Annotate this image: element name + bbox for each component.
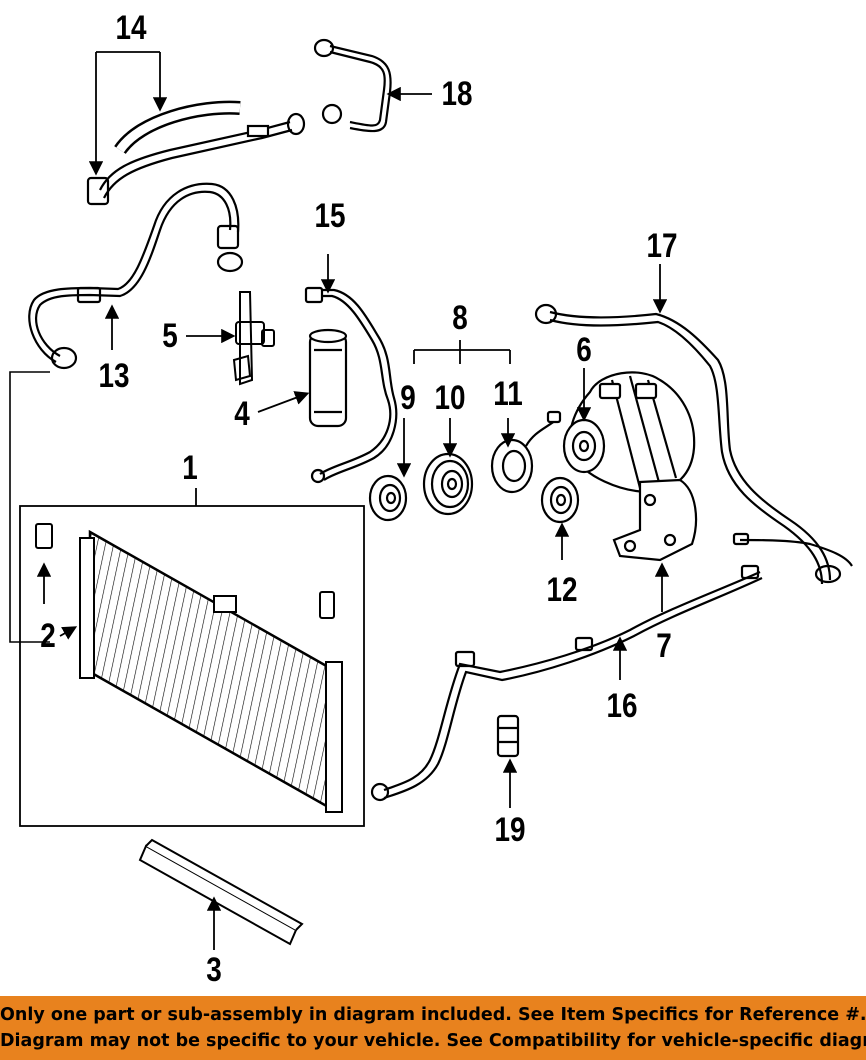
callout-14: 14 (115, 9, 147, 47)
part-4-receiver-drier (308, 328, 348, 428)
callout-11: 11 (493, 375, 523, 413)
part-3-seal-strip (138, 838, 304, 946)
callout-8: 8 (452, 299, 468, 337)
callout-10: 10 (434, 379, 466, 417)
disclaimer-banner: Only one part or sub-assembly in diagram… (0, 996, 866, 1060)
callout-13: 13 (98, 357, 130, 395)
callout-12: 12 (546, 571, 578, 609)
callout-19: 19 (494, 811, 526, 849)
part-12-shim (540, 476, 580, 524)
callout-15: 15 (314, 197, 346, 235)
disclaimer-line-1: Only one part or sub-assembly in diagram… (0, 1005, 866, 1025)
part-7-bracket (612, 478, 698, 562)
part-10-pulley (422, 452, 474, 516)
callout-18: 18 (441, 75, 473, 113)
callout-1: 1 (182, 449, 198, 487)
callout-7: 7 (656, 627, 672, 665)
callout-9: 9 (400, 379, 416, 417)
callout-17: 17 (646, 227, 678, 265)
leader-lines (36, 51, 670, 950)
callout-2: 2 (40, 617, 56, 655)
disclaimer-line-2: Diagram may not be specific to your vehi… (0, 1031, 866, 1051)
leader-bracket-left (9, 371, 50, 643)
callout-6: 6 (576, 331, 592, 369)
ac-system-exploded-diagram (9, 38, 853, 950)
part-11-field-coil (490, 410, 562, 494)
part-18-liquid-line (313, 38, 392, 133)
part-9-clutch-hub (368, 474, 408, 522)
part-6-compressor (562, 371, 696, 494)
part-5-bracket (232, 291, 275, 386)
part-19-pressure-switch (496, 714, 520, 758)
callout-3: 3 (206, 951, 222, 989)
part-1-condenser (19, 505, 365, 827)
part-2-mount-bracket (35, 523, 335, 619)
callout-4: 4 (234, 395, 250, 433)
part-16-discharge-line (370, 564, 763, 802)
callout-5: 5 (162, 317, 178, 355)
part-14-suction-hose (86, 100, 306, 206)
part-15-liquid-line (304, 286, 398, 484)
part-13-discharge-hose (28, 182, 244, 370)
callout-16: 16 (606, 687, 638, 725)
part-17-suction-hose (534, 303, 853, 585)
